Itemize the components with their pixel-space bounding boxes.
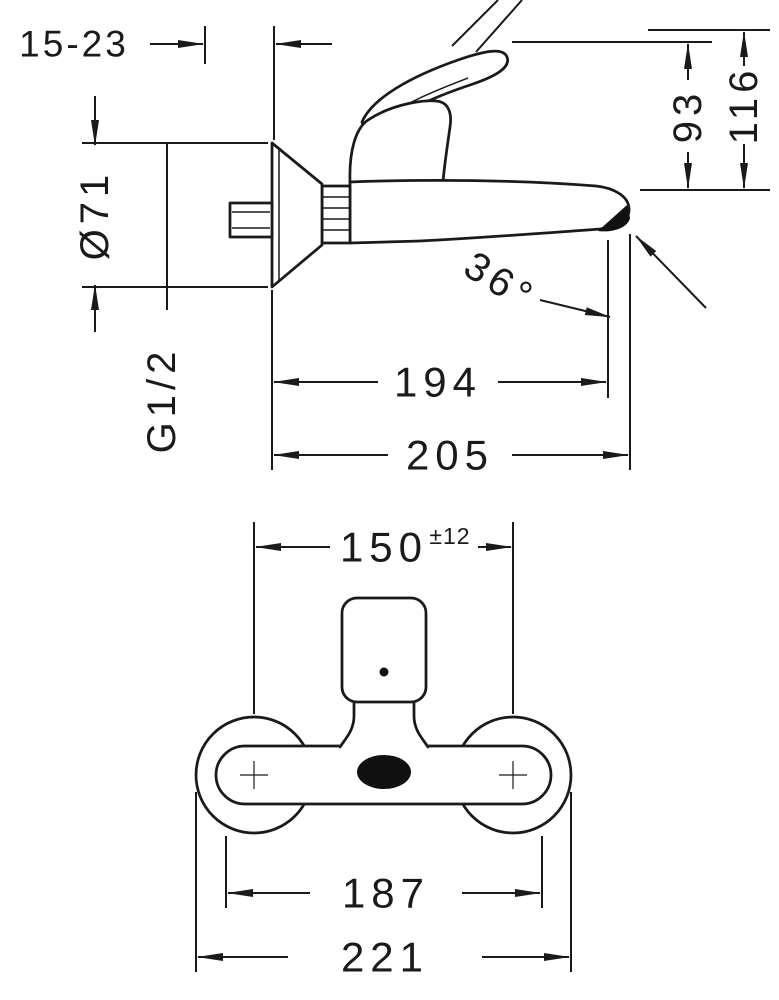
dimension-overall-width: 221 bbox=[195, 792, 572, 981]
lever-leader-line bbox=[475, 0, 523, 53]
dimension-label-height-total: 116 bbox=[722, 66, 766, 145]
dimension-label-thread: G1/2 bbox=[140, 347, 184, 454]
dimension-heights: 93 116 bbox=[512, 29, 770, 191]
lever-leader-line bbox=[451, 0, 499, 47]
dimension-label-reach-total: 205 bbox=[406, 432, 494, 479]
side-view: 15-23 Ø71 G1/2 93 116 bbox=[19, 0, 770, 479]
dimension-label-reach-aerator: 194 bbox=[394, 359, 482, 406]
aerator-ellipse bbox=[357, 755, 411, 789]
dimension-label-overall-width: 221 bbox=[341, 934, 429, 981]
thread-label-group: G1/2 bbox=[140, 143, 184, 453]
body-spout-shape bbox=[348, 178, 631, 245]
spout-outlet-shape bbox=[598, 205, 630, 232]
dimension-spout-angle: 36° bbox=[456, 235, 707, 321]
dimension-reach: 194 205 bbox=[271, 234, 631, 479]
dimension-label-diameter: Ø71 bbox=[73, 170, 117, 261]
faucet-front-outline bbox=[194, 596, 573, 835]
cartridge-dome-shape bbox=[348, 99, 452, 184]
dimension-label-height-upper: 93 bbox=[666, 89, 710, 144]
angle-leader-arrow bbox=[635, 235, 707, 309]
dimension-center-distance: 150 ±12 bbox=[253, 522, 514, 714]
dimension-label-angle: 36° bbox=[456, 243, 543, 320]
angle-arrow bbox=[539, 299, 611, 318]
dimension-label-body-width: 187 bbox=[342, 870, 430, 917]
knob-dot bbox=[379, 667, 389, 677]
front-view: 150 ±12 bbox=[194, 522, 573, 981]
neck-right-edge bbox=[412, 700, 430, 749]
escutcheon-cone-shape bbox=[270, 141, 324, 289]
dimension-label-tolerance: ±12 bbox=[429, 523, 470, 549]
faucet-side-outline bbox=[228, 0, 631, 289]
neck-fill bbox=[338, 702, 430, 750]
dimension-escutcheon-diameter: Ø71 bbox=[73, 96, 268, 332]
threaded-nipple-shape bbox=[228, 201, 274, 239]
dimension-label-wall-depth: 15-23 bbox=[19, 24, 129, 65]
neck-left-edge bbox=[338, 700, 356, 749]
handle-knob-shape bbox=[340, 596, 428, 704]
dimension-label-center-distance: 150 bbox=[340, 524, 428, 571]
dimension-wall-depth: 15-23 bbox=[19, 24, 332, 140]
dimension-body-width: 187 bbox=[225, 836, 543, 917]
connection-nut-shape bbox=[320, 184, 352, 245]
